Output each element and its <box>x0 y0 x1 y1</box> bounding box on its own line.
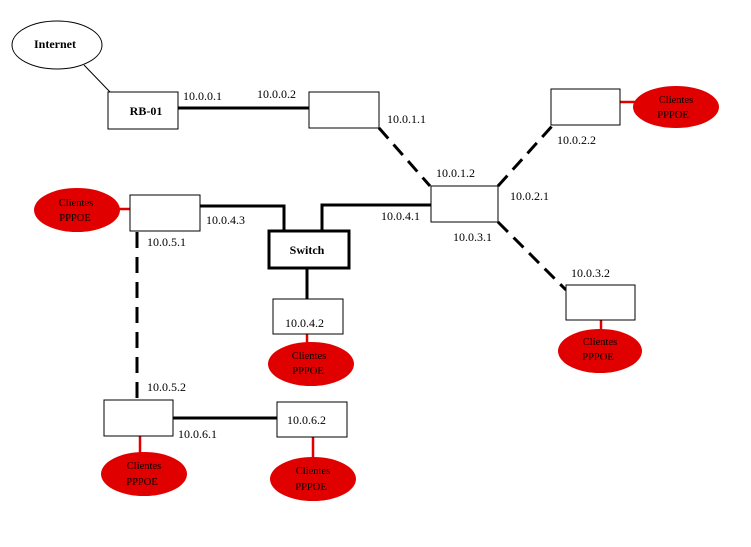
ip-label: 10.0.3.2 <box>571 266 610 280</box>
client-label-line2: PPPOE <box>295 482 327 493</box>
router-10-0-0-2 <box>308 91 380 129</box>
client-label-line1: Clientes <box>127 461 161 472</box>
router-bottom-left <box>103 399 174 437</box>
ip-label: 10.0.5.1 <box>147 235 186 249</box>
internet-label: Internet <box>34 37 76 51</box>
rb01-label: RB-01 <box>130 104 163 118</box>
client-cloud-bottom: Clientes PPPOE <box>268 342 354 386</box>
ip-label: 10.0.6.1 <box>178 427 217 441</box>
ip-label: 10.0.5.2 <box>147 380 186 394</box>
client-cloud-bottom-left: Clientes PPPOE <box>101 452 187 496</box>
client-label-line2: PPPOE <box>657 110 689 121</box>
client-label-line2: PPPOE <box>59 213 91 224</box>
client-cloud-6-2: Clientes PPPOE <box>270 457 356 501</box>
client-label-line1: Clientes <box>59 198 93 209</box>
link-internet-rb01 <box>83 64 111 93</box>
ip-label: 10.0.4.3 <box>206 213 245 227</box>
client-cloud-bottom-right: Clientes PPPOE <box>558 329 642 373</box>
link-core-router-bottom-right <box>496 220 568 292</box>
switch: Switch <box>267 229 351 270</box>
switch-label: Switch <box>290 243 325 257</box>
client-stubs <box>118 100 636 458</box>
link-router2-core <box>377 127 432 187</box>
router-10-0-2-2 <box>550 88 621 126</box>
ip-label: 10.0.2.2 <box>557 133 596 147</box>
link-core-router-top-right <box>496 123 555 188</box>
client-label-line1: Clientes <box>659 95 693 106</box>
client-label-line2: PPPOE <box>582 352 614 363</box>
ip-label: 10.0.3.1 <box>453 230 492 244</box>
client-label-line1: Clientes <box>296 466 330 477</box>
client-label-line1: Clientes <box>583 337 617 348</box>
router-10-0-3-2 <box>565 284 636 321</box>
client-cloud-top-right: Clientes PPPOE <box>633 86 719 128</box>
router-left <box>129 194 201 232</box>
ip-label: 10.0.4.2 <box>285 316 324 330</box>
ip-labels: 10.0.0.1 10.0.0.2 10.0.1.1 10.0.1.2 10.0… <box>147 87 610 441</box>
client-label-line2: PPPOE <box>292 366 324 377</box>
client-cloud-left: Clientes PPPOE <box>34 188 120 232</box>
internet-cloud: Internet <box>11 20 103 70</box>
ip-label: 10.0.6.2 <box>287 413 326 427</box>
ip-label: 10.0.0.1 <box>183 89 222 103</box>
ip-label: 10.0.1.2 <box>436 166 475 180</box>
router-rb01: RB-01 <box>107 91 179 130</box>
router-10-0-4-2 <box>272 298 344 335</box>
router-core <box>430 185 499 223</box>
ip-label: 10.0.2.1 <box>510 189 549 203</box>
ip-label: 10.0.4.1 <box>381 209 420 223</box>
router-10-0-6-2 <box>276 401 348 438</box>
link-core-switch <box>320 203 432 231</box>
ip-label: 10.0.0.2 <box>257 87 296 101</box>
client-label-line2: PPPOE <box>126 477 158 488</box>
link-switch-router-left <box>200 204 286 231</box>
links <box>83 64 568 420</box>
client-label-line1: Clientes <box>292 351 326 362</box>
ip-label: 10.0.1.1 <box>387 112 426 126</box>
